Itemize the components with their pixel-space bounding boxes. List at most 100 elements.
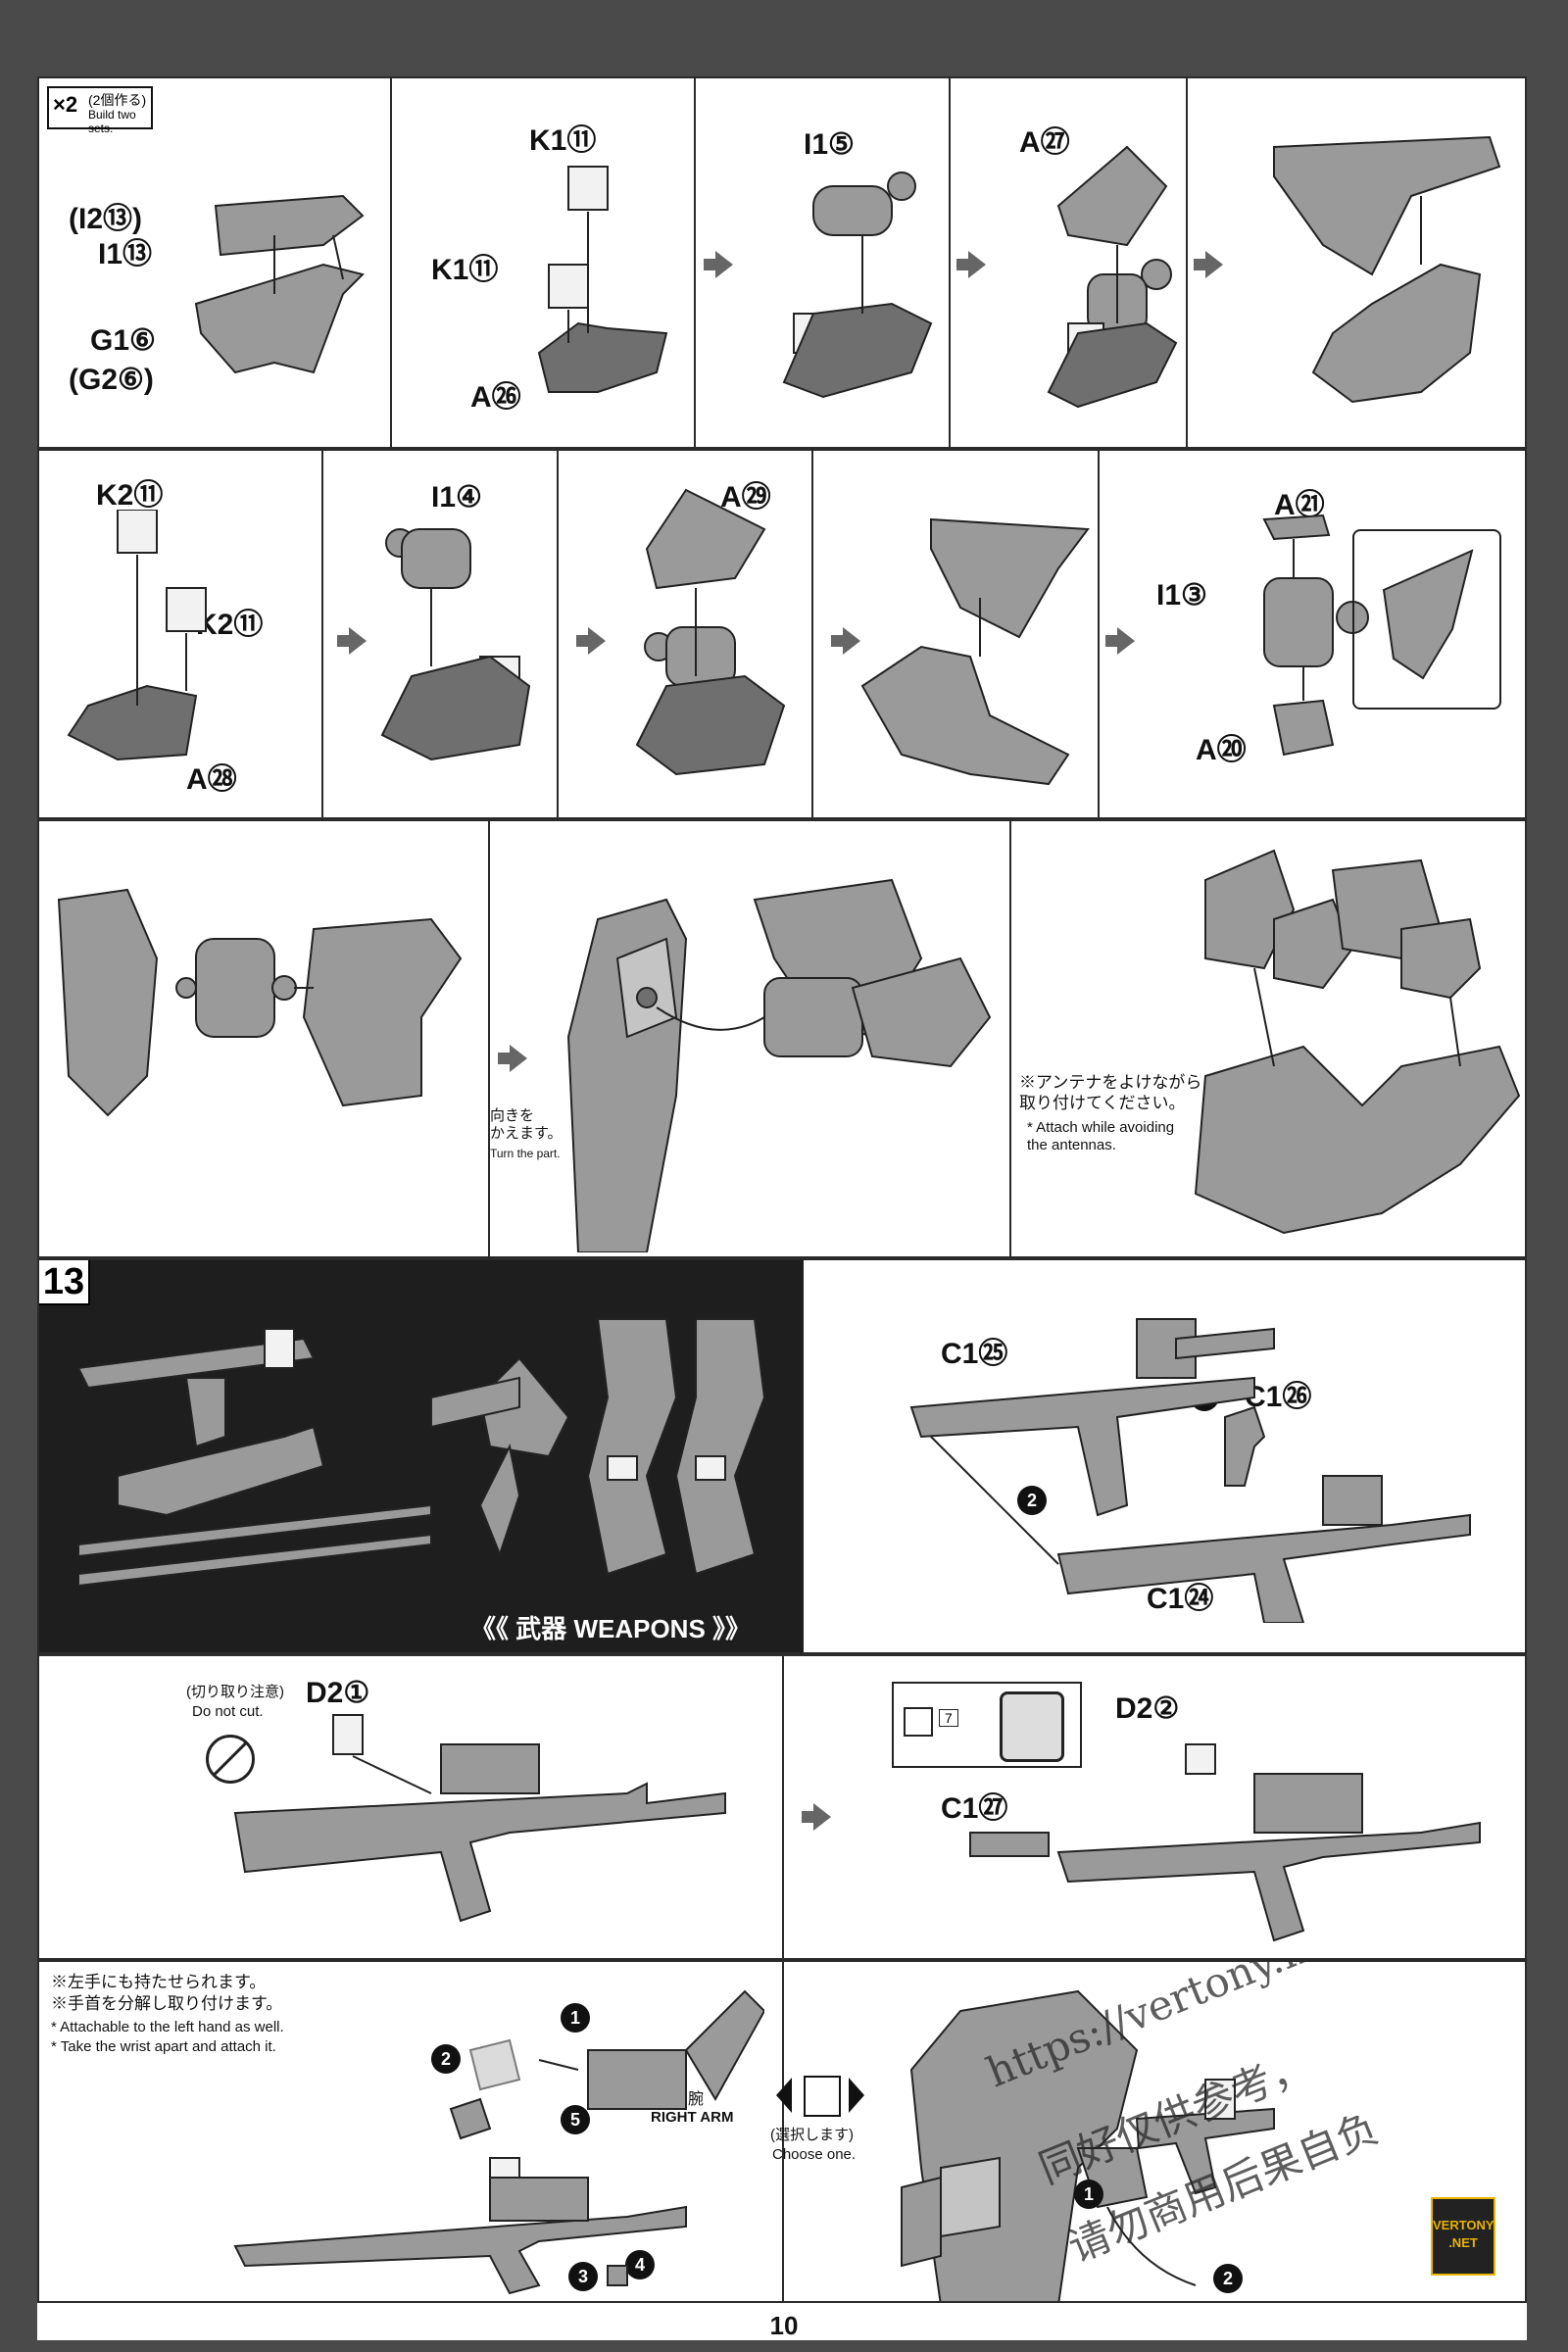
row1-panel: ×2 (2個作る) Build two sets. (I2⑬) I1⑬ G1⑥ … [37, 76, 1527, 449]
divider [694, 78, 696, 447]
step-arrow [1105, 627, 1135, 655]
build-two-badge: ×2 (2個作る) Build two sets. [47, 86, 153, 135]
step-arrow [831, 627, 860, 655]
turn-note-en: Turn the part. [490, 1147, 561, 1160]
part-label: K1⑪ [529, 124, 597, 157]
weapons-runner-illustration [76, 1318, 766, 1588]
divider [811, 451, 813, 817]
step-marker: 4 [625, 2250, 655, 2279]
part-label: I1③ [1156, 579, 1207, 612]
shoulder-frame-illustration [537, 166, 668, 393]
divider [949, 78, 951, 447]
row3-panel: 向きを かえます。 Turn the part. ※アンテナをよけながら 取り付… [37, 819, 1527, 1258]
weapons-title: 《《 武器 WEAPONS 》》 [470, 1614, 752, 1643]
part-label: I1⑤ [804, 128, 855, 161]
step-arrow [498, 1045, 527, 1072]
shoulder-assembly-illustration [782, 172, 933, 399]
right-arm-en: RIGHT ARM [651, 2109, 734, 2126]
choose-jp: (選択します) [770, 2127, 854, 2143]
seal-icon [904, 1707, 933, 1737]
robot-armor-attach-illustration [1194, 849, 1521, 1235]
divider [557, 451, 559, 817]
detail-inset [1352, 529, 1501, 710]
step-number: 13 [39, 1260, 90, 1305]
divider [1186, 78, 1188, 447]
caution-jp: (切り取り注意) [186, 1684, 284, 1700]
rifle-assembly-illustration [909, 1318, 1471, 1623]
divider [488, 821, 490, 1256]
step-marker: 1 [1074, 2180, 1103, 2209]
step-marker: 1 [561, 2003, 590, 2033]
shoulder-part-illustration [194, 194, 365, 374]
part-label: A㉙ [720, 481, 771, 514]
step-arrow [956, 251, 986, 278]
choose-one-icon [776, 2070, 864, 2119]
shoulder-joint-assembly-illustration [57, 888, 463, 1117]
seal-number: 7 [939, 1709, 958, 1727]
part-label: I1④ [431, 481, 482, 514]
rifle-clip-illustration [233, 1714, 726, 1923]
robot-shoulder-attach-illustration [566, 878, 992, 1252]
badge-en: Build two sets. [88, 108, 136, 135]
part-label: A⑳ [1196, 734, 1247, 766]
step-marker: 2 [431, 2044, 461, 2074]
part-label: A㉗ [1019, 126, 1070, 159]
step-arrow [337, 627, 367, 655]
part-label: K2⑪ [196, 609, 264, 641]
robot-holding-rifle-illustration [901, 1989, 1275, 2301]
divider [1098, 451, 1100, 817]
shoulder-cover-illustration-2 [635, 488, 786, 776]
step-marker: 2 [1213, 2264, 1243, 2293]
page-number: 10 [769, 2311, 799, 2340]
choose-en: Choose one. [772, 2146, 857, 2163]
weapons-dark-panel: 13 《《 武器 WEAPONS 》》 [39, 1260, 804, 1652]
step-arrow [802, 1803, 831, 1831]
seal-preview [1000, 1691, 1064, 1762]
note-en-1: * Attachable to the left hand as well. [51, 2019, 284, 2035]
divider [321, 451, 323, 817]
antenna-note-en: * Attach while avoiding the antennas. [1027, 1119, 1175, 1153]
step-arrow [1194, 251, 1223, 278]
note-en-2: * Take the wrist apart and attach it. [51, 2038, 276, 2055]
step-marker: 5 [561, 2105, 590, 2134]
step-arrow [576, 627, 606, 655]
step-marker: 3 [568, 2262, 598, 2291]
divider [782, 1962, 784, 2301]
caution-en: Do not cut. [192, 1703, 264, 1720]
part-label: A㉘ [186, 763, 237, 796]
part-label: (I2⑬) [69, 203, 142, 235]
shoulder-complete-illustration-2 [860, 517, 1090, 786]
shoulder-complete-illustration [1273, 135, 1501, 404]
shoulder-joint-illustration [1262, 514, 1369, 757]
part-label: G1⑥ [90, 324, 156, 357]
badge-multiplier: ×2 [53, 92, 78, 117]
hand-weapon-illustration [233, 1989, 764, 2295]
part-label: I1⑬ [98, 238, 153, 270]
part-label: C1㉔ [1147, 1583, 1214, 1615]
shoulder-cover-illustration [1047, 145, 1178, 409]
divider [782, 1656, 784, 1958]
step13-panel: 13 《《 武器 WEAPONS 》》 C1㉕ C1㉖ C1㉔ 1 2 [37, 1258, 1527, 1654]
note-jp-1: ※左手にも持たせられます。 [51, 1973, 267, 1991]
seal-inset: 7 [892, 1682, 1082, 1768]
vertony-logo: VERTONY .NET [1431, 2197, 1495, 2276]
no-cut-icon [206, 1735, 255, 1784]
note-jp-2: ※手首を分解し取り付けます。 [51, 1994, 283, 2013]
step-arrow [704, 251, 733, 278]
row2-panel: K2⑪ K2⑪ A㉘ I1④ A㉙ [37, 449, 1527, 819]
antenna-note-jp: ※アンテナをよけながら 取り付けてください。 [1019, 1073, 1202, 1112]
part-label: (G2⑥) [69, 364, 154, 396]
divider [1009, 821, 1011, 1256]
rifle-complete-illustration [969, 1743, 1481, 1942]
row5-panel: (切り取り注意) Do not cut. D2① 7 D2② C1㉗ [37, 1654, 1527, 1960]
turn-note-jp: 向きを かえます。 [490, 1107, 563, 1142]
part-label: D2② [1115, 1692, 1180, 1725]
manual-page: ×2 (2個作る) Build two sets. (I2⑬) I1⑬ G1⑥ … [37, 76, 1527, 2340]
part-label: C1㉕ [941, 1338, 1008, 1370]
part-label: C1㉖ [1245, 1381, 1312, 1413]
detail-illustration [1382, 549, 1474, 680]
part-label: K2⑪ [96, 479, 164, 512]
badge-jp: (2個作る) [88, 92, 147, 108]
shoulder-assembly-illustration-2 [380, 528, 531, 761]
part-label: K1⑪ [431, 254, 499, 286]
